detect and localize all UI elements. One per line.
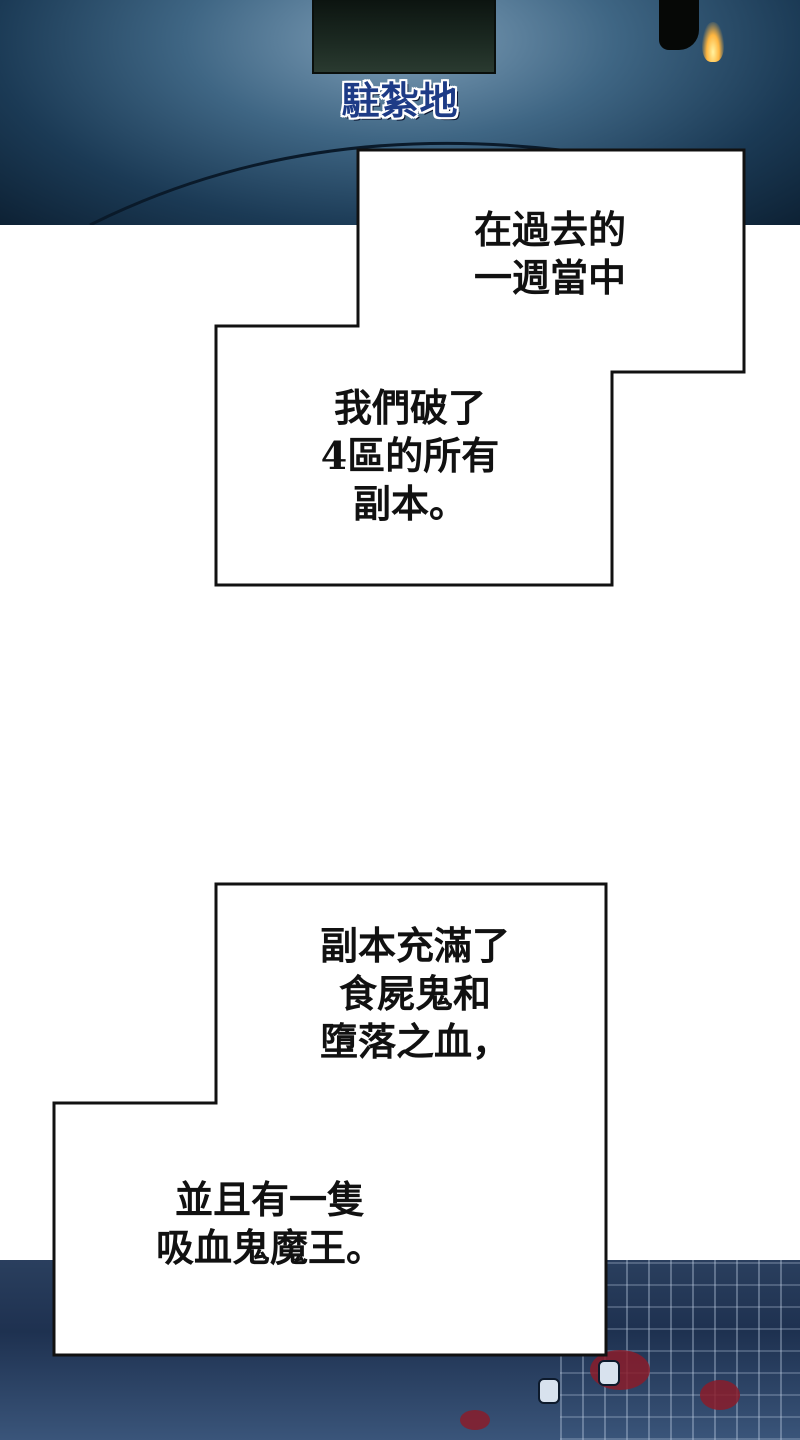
campfire-flame-icon — [702, 22, 724, 62]
caption-line: 副本充滿了 — [319, 923, 510, 968]
silhouette-figure — [659, 0, 699, 50]
caption-line: 副本。 — [352, 481, 467, 526]
caption-line: 墮落之血， — [319, 1019, 510, 1064]
blood-splatter — [700, 1380, 740, 1410]
bottom-scene-panel — [0, 1260, 800, 1440]
caption-2a: 副本充滿了 食屍鬼和 墮落之血， — [290, 922, 540, 1066]
caption-line: 一週當中 — [473, 255, 626, 300]
top-scene-panel: 駐紮地 — [0, 0, 800, 225]
location-label: 駐紮地 — [341, 79, 459, 123]
caption-2b: 並且有一隻 吸血鬼魔王。 — [140, 1176, 400, 1272]
blood-splatter — [460, 1410, 490, 1430]
caption-line: 吸血鬼魔王。 — [155, 1225, 384, 1270]
bone-knob — [538, 1378, 560, 1404]
campfire-inset-image — [312, 0, 724, 74]
bone-knob — [598, 1360, 620, 1386]
cage-grid — [560, 1260, 800, 1440]
caption-line: 在過去的 — [473, 207, 626, 252]
caption-line: 4區的所有 — [320, 433, 500, 478]
caption-line: 食屍鬼和 — [338, 971, 491, 1016]
caption-1a: 在過去的 一週當中 — [440, 206, 660, 302]
caption-1b: 我們破了 4區的所有 副本。 — [290, 384, 530, 528]
caption-line: 我們破了 — [333, 385, 486, 430]
caption-line: 並且有一隻 — [174, 1177, 365, 1222]
